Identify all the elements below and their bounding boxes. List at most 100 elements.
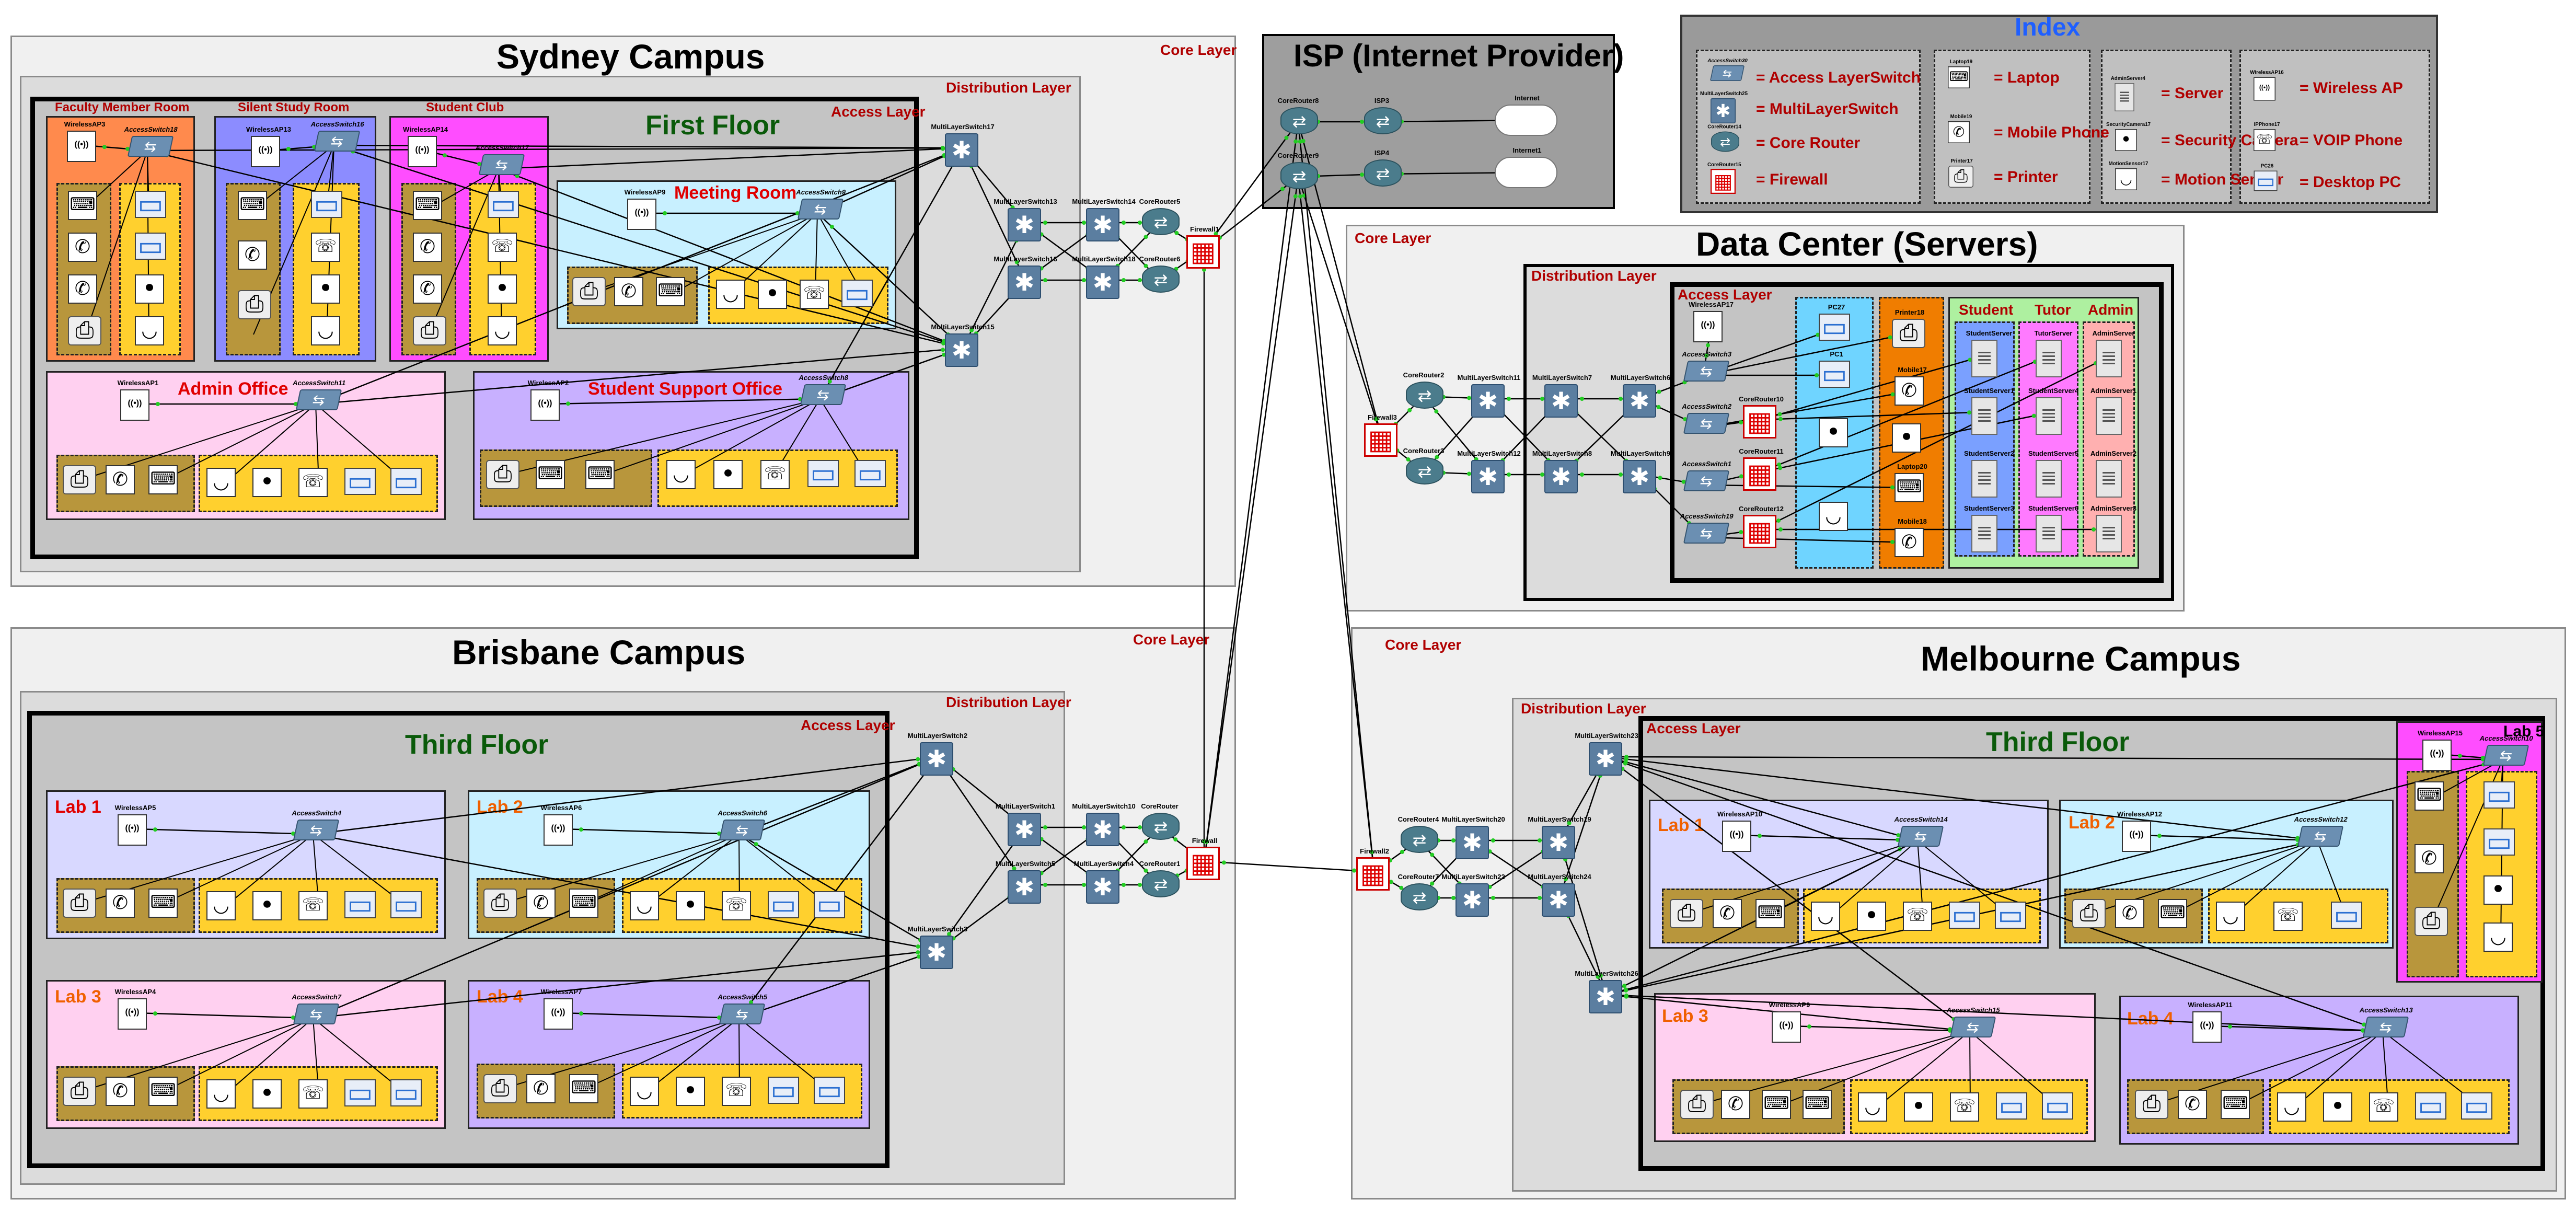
port-indicator xyxy=(1430,881,1435,886)
mobile-icon xyxy=(106,889,135,918)
cloud-label: Internet xyxy=(1515,94,1540,102)
melb-lab3-label: Lab 3 xyxy=(1662,1006,1708,1026)
network-link xyxy=(1204,860,1374,873)
device-label: MultiLayerSwitch13 xyxy=(994,198,1057,205)
index-device-label: Mobile19 xyxy=(1950,113,1972,120)
device-label: ISP3 xyxy=(1374,97,1390,105)
sydney-access-label: Access Layer xyxy=(831,103,926,120)
network-link xyxy=(135,1012,314,1019)
device-label: AccessSwitch19 xyxy=(1679,512,1735,520)
device-label: CoreRouter6 xyxy=(1139,255,1181,263)
index-title: Index xyxy=(2015,14,2081,41)
endpoint-link xyxy=(1829,840,1918,918)
network-link xyxy=(962,222,1026,349)
device-label: AccessSwitch1 xyxy=(1681,460,1732,468)
port-indicator xyxy=(153,827,157,832)
port-indicator xyxy=(1890,540,1895,545)
endpoint-link xyxy=(582,834,740,905)
endpoint-link xyxy=(600,398,821,476)
port-indicator xyxy=(1143,263,1148,268)
device-label: AdminServer2 xyxy=(2090,449,2137,457)
endpoint-link xyxy=(161,834,314,905)
port-indicator xyxy=(1043,278,1047,282)
network-link xyxy=(1203,121,1299,862)
wireless-ap-icon-ap1: WirelessAP1 xyxy=(118,379,158,421)
firewall-icon-fw3: Firewall3 xyxy=(1364,413,1397,457)
network-link xyxy=(1760,411,1990,421)
device-label: CoreRouter10 xyxy=(1739,395,1784,403)
server-icon-t2: StudentServer4 xyxy=(2028,387,2078,435)
port-indicator xyxy=(1389,880,1393,884)
network-link xyxy=(819,147,964,399)
port-indicator xyxy=(827,379,832,384)
device-label: MultiLayerSwitch7 xyxy=(1532,374,1592,382)
port-indicator xyxy=(1138,278,1142,282)
melbourne-dist-label: Distribution Layer xyxy=(1521,700,1646,717)
cam-icon xyxy=(135,274,164,304)
sydney-floor-label: First Floor xyxy=(645,110,780,141)
device-label: MultiLayerSwitch24 xyxy=(1528,873,1591,881)
network-link xyxy=(1606,756,1918,841)
laptop-icon xyxy=(2221,1090,2250,1119)
motion-icon xyxy=(206,468,236,497)
cam-icon xyxy=(713,460,743,489)
device-label: WirelessAP17 xyxy=(1689,301,1734,308)
laptop-icon xyxy=(2415,781,2444,811)
port-indicator xyxy=(1360,120,1364,124)
port-indicator xyxy=(579,827,583,832)
laptop-icon xyxy=(536,460,565,489)
port-indicator xyxy=(916,950,920,955)
device-label: WirelessAP5 xyxy=(114,804,156,812)
device-label: MultiLayerSwitch6 xyxy=(1610,374,1671,382)
motion-icon xyxy=(1858,1092,1887,1122)
server-icon-s4: StudentServer3 xyxy=(1964,504,2014,552)
device-label: AccessSwitch11 xyxy=(292,379,347,387)
network-link xyxy=(2210,1025,2383,1032)
network-link xyxy=(1558,840,1608,995)
port-indicator xyxy=(102,145,107,149)
laptop-icon xyxy=(569,1074,598,1103)
wireless-ap-icon-ap3: WirelessAP3 xyxy=(64,120,105,162)
device-label: StudentServer3 xyxy=(1963,504,2015,512)
device-label: WirelessAP6 xyxy=(540,804,582,812)
mobile-icon-mobile18: Mobile18 xyxy=(1895,517,1927,557)
dc-dist-label: Distribution Layer xyxy=(1531,268,1657,284)
endpoint-link xyxy=(731,213,818,293)
endpoint-link xyxy=(2294,1031,2383,1109)
core-router-icon-cr5: CoreRouter5 xyxy=(1139,198,1180,235)
device-label: AccessSwitch5 xyxy=(717,993,768,1001)
endpoint-link xyxy=(645,1018,740,1093)
endpoint-link xyxy=(224,403,316,484)
port-indicator xyxy=(156,402,160,406)
multilayer-switch-icon-mls19: MultiLayerSwitch19 xyxy=(1528,815,1591,859)
port-indicator xyxy=(1619,397,1623,401)
core-router-icon-cr3: CoreRouter3 xyxy=(1403,447,1444,485)
pc-icon xyxy=(390,1077,422,1109)
cam-icon xyxy=(1904,1092,1933,1122)
laptop-icon xyxy=(569,889,598,918)
firewall-icon-fw1: Firewall1 xyxy=(1186,225,1220,269)
device-label: AccessSwitch10 xyxy=(2479,734,2534,742)
laptop-icon xyxy=(2158,899,2187,928)
index-device-label: AccessSwitch30 xyxy=(1707,57,1749,64)
index-device-label: Printer17 xyxy=(1950,158,1973,164)
pc-icon xyxy=(2415,1090,2446,1122)
index-item-label: = Wireless AP xyxy=(2300,79,2403,97)
port-indicator xyxy=(1467,396,1472,400)
multilayer-switch-icon-mls7: MultiLayerSwitch7 xyxy=(1532,374,1592,418)
cam-icon xyxy=(1857,902,1886,931)
mobile-icon xyxy=(2415,844,2444,873)
network-link xyxy=(1760,353,2054,473)
device-label: WirelessAP12 xyxy=(2117,810,2162,818)
device-label: CoreRouter xyxy=(1141,802,1179,810)
device-label: MultiLayerSwitch15 xyxy=(931,323,995,331)
mobile-icon xyxy=(68,274,97,304)
network-link xyxy=(962,147,1026,281)
network-link xyxy=(1760,353,2114,530)
network-link xyxy=(561,1012,740,1019)
wireless-ap-icon-ap15: WirelessAP15 xyxy=(2418,729,2463,771)
access-switch-icon-as10: AccessSwitch10 xyxy=(2479,734,2534,766)
printer-icon xyxy=(486,460,519,489)
device-label: AccessSwitch7 xyxy=(291,993,342,1001)
port-indicator xyxy=(1596,974,1600,979)
